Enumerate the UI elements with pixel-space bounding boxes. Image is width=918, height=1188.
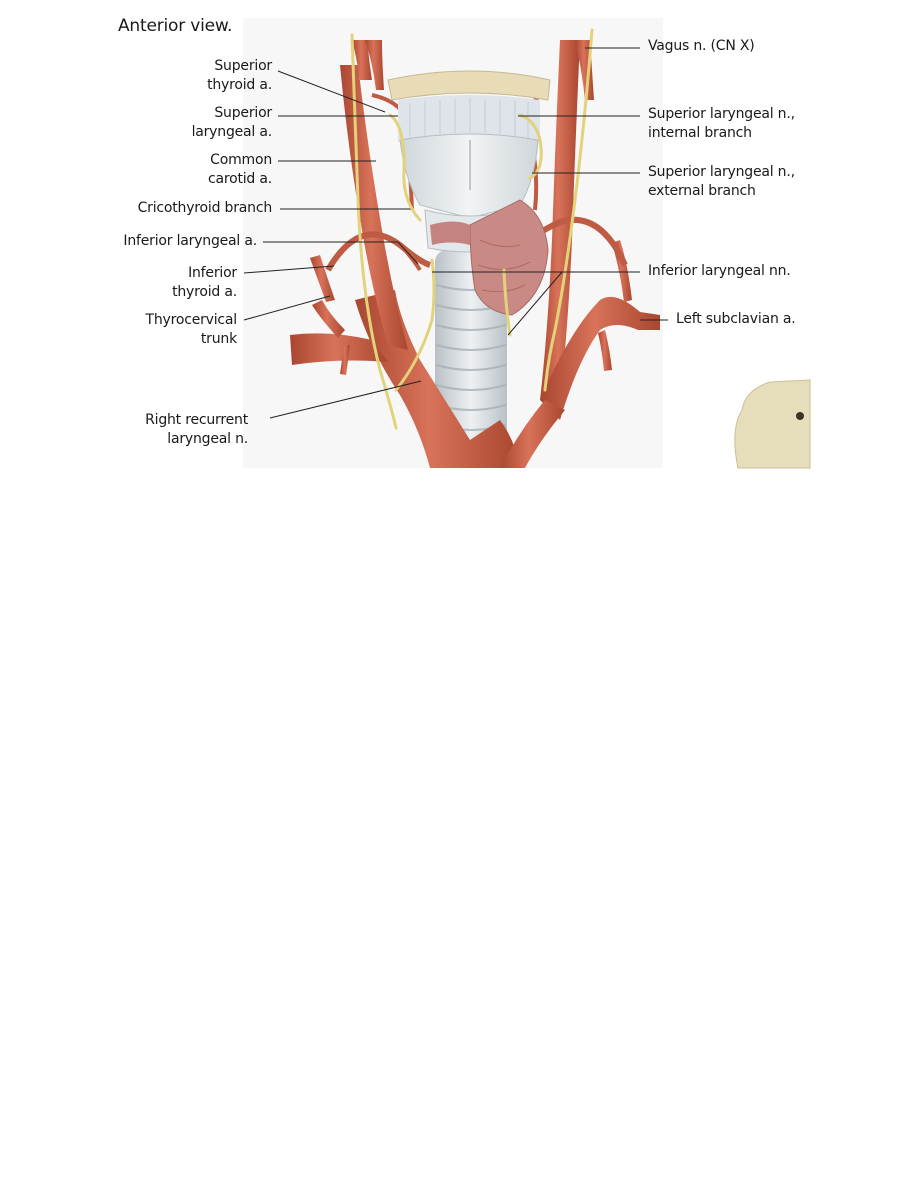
label-right-recurrent-laryngeal-n: Right recurrent laryngeal n. [145, 411, 248, 449]
label-line: internal branch [648, 125, 752, 141]
label-line: Left subclavian a. [676, 311, 796, 327]
label-line: Cricothyroid branch [137, 200, 273, 216]
label-line: trunk [200, 331, 237, 347]
label-inferior-thyroid-a: Inferior thyroid a. [172, 264, 237, 302]
label-line: Thyrocervical [145, 312, 237, 328]
label-line: laryngeal a. [191, 124, 273, 140]
label-inferior-laryngeal-a: Inferior laryngeal a. [123, 232, 257, 251]
label-line: Inferior laryngeal nn. [648, 263, 791, 279]
label-line: thyroid a. [207, 77, 272, 93]
bone-inset [722, 379, 811, 469]
label-line: Common [210, 152, 272, 168]
label-thyrocervical-trunk: Thyrocervical trunk [145, 311, 237, 349]
label-line: Inferior laryngeal a. [123, 233, 257, 249]
label-superior-thyroid-a: Superior thyroid a. [207, 57, 272, 95]
label-superior-laryngeal-n-external: Superior laryngeal n., external branch [648, 163, 795, 201]
label-inferior-laryngeal-nn: Inferior laryngeal nn. [648, 262, 791, 281]
label-line: laryngeal n. [167, 431, 248, 447]
label-superior-laryngeal-n-internal: Superior laryngeal n., internal branch [648, 105, 795, 143]
label-left-subclavian-a: Left subclavian a. [676, 310, 796, 329]
label-vagus-n: Vagus n. (CN X) [648, 37, 755, 56]
label-cricothyroid-branch: Cricothyroid branch [137, 199, 273, 218]
label-line: carotid a. [207, 171, 272, 187]
label-line: Superior laryngeal n., [648, 164, 795, 180]
label-common-carotid-a: Common carotid a. [208, 151, 272, 189]
label-line: Vagus n. (CN X) [648, 38, 755, 54]
label-line: external branch [648, 183, 756, 199]
label-line: Superior laryngeal n., [648, 106, 795, 122]
label-line: Superior [214, 105, 272, 121]
label-line: Inferior [188, 265, 237, 281]
figure-caption: Anterior view. [118, 16, 233, 36]
thyroid-gland [430, 199, 549, 316]
leader-lines [243, 47, 668, 419]
label-line: thyroid a. [172, 284, 237, 300]
label-superior-laryngeal-a: Superior laryngeal a. [191, 104, 273, 142]
label-line: Right recurrent [145, 412, 248, 428]
label-line: Superior [214, 58, 272, 74]
